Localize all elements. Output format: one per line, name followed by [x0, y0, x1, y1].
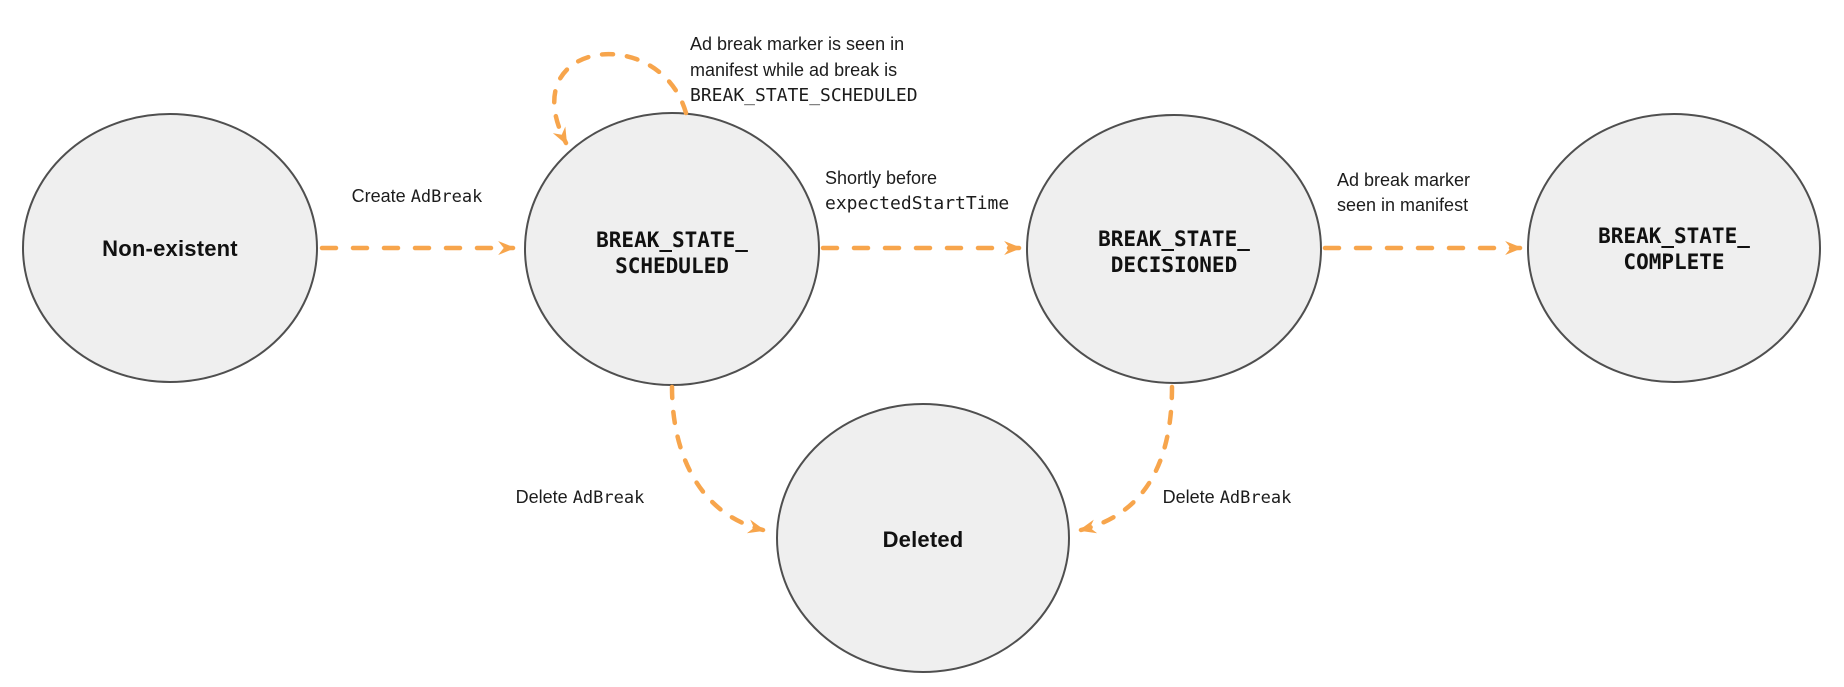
edge-label-create-adbreak: Create AdBreak [352, 184, 483, 210]
edge-label-marker-seen-line2: seen in manifest [1337, 195, 1469, 215]
edge-label-create-adbreak-text: Create [351, 186, 411, 206]
state-label-decisioned: BREAK_STATE_ DECISIONED [1098, 226, 1250, 278]
edge-decisioned-to-deleted-arrow [1078, 384, 1175, 534]
state-circle-complete [1527, 113, 1821, 383]
edge-label-delete-adbreak-right: Delete AdBreak [1163, 485, 1292, 511]
edge-label-delete-adbreak-right-code: AdBreak [1219, 488, 1292, 508]
edge-label-shortly-before: Shortly before expectedStartTime [825, 166, 1009, 216]
state-label-scheduled-line1: BREAK_STATE_ [596, 228, 748, 252]
state-label-complete-line2: COMPLETE [1623, 250, 1725, 274]
edge-scheduled-to-deleted-arrow [669, 384, 766, 534]
state-circle-decisioned [1026, 114, 1322, 384]
state-circle-non-existent [22, 113, 318, 383]
state-label-non-existent: Non-existent [102, 236, 238, 261]
edge-label-self-loop-code: BREAK_STATE_SCHEDULED [690, 85, 918, 106]
edge-label-delete-adbreak-left: Delete AdBreak [516, 485, 645, 511]
state-label-scheduled-line2: SCHEDULED [615, 254, 729, 278]
edge-label-create-adbreak-code: AdBreak [410, 187, 483, 207]
edge-label-self-loop-line2: manifest while ad break is [690, 60, 898, 80]
edge-label-delete-adbreak-left-code: AdBreak [572, 488, 645, 508]
state-label-scheduled: BREAK_STATE_ SCHEDULED [596, 227, 748, 279]
state-label-complete: BREAK_STATE_ COMPLETE [1598, 223, 1750, 275]
state-label-decisioned-line2: DECISIONED [1110, 253, 1238, 277]
state-label-complete-line1: BREAK_STATE_ [1598, 224, 1750, 248]
edge-label-delete-adbreak-right-text: Delete [1162, 487, 1220, 507]
edge-label-marker-seen-line1: Ad break marker [1337, 170, 1471, 190]
state-label-deleted: Deleted [882, 527, 964, 552]
edge-label-shortly-before-code: expectedStartTime [825, 193, 1010, 214]
edge-scheduled-self-loop-arrow [552, 51, 689, 146]
edge-label-shortly-before-text: Shortly before [825, 168, 938, 188]
state-circle-deleted [776, 403, 1070, 673]
edge-label-self-loop-line1: Ad break marker is seen in [690, 34, 905, 54]
edge-label-self-loop: Ad break marker is seen in manifest whil… [690, 31, 918, 109]
edge-label-delete-adbreak-left-text: Delete [515, 487, 573, 507]
state-label-decisioned-line1: BREAK_STATE_ [1098, 227, 1250, 251]
edge-label-marker-seen: Ad break marker seen in manifest [1337, 168, 1470, 218]
